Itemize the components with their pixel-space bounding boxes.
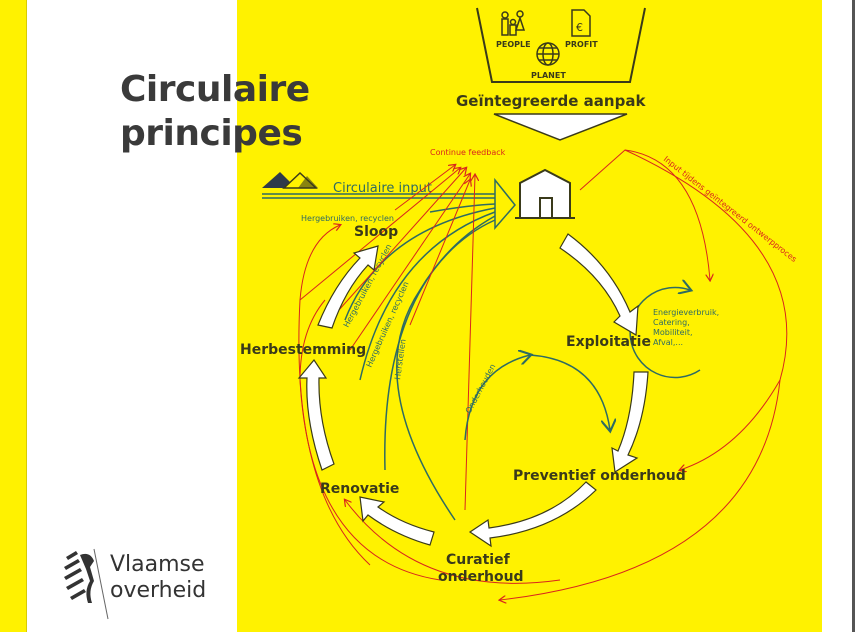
- stage-exploitatie: Exploitatie: [566, 334, 651, 350]
- stage-preventief-onderhoud: Preventief onderhoud: [513, 468, 686, 484]
- energy-list: Energieverbruik, Catering, Mobiliteit, A…: [653, 308, 719, 347]
- approach-label: Geïntegreerde aanpak: [456, 92, 646, 110]
- continue-feedback-label: Continue feedback: [430, 148, 506, 157]
- stage-renovatie: Renovatie: [320, 481, 399, 497]
- lifecycle-arrows: [297, 233, 649, 548]
- input-arrow-icon: [494, 177, 516, 231]
- euro-icon: €: [576, 21, 583, 34]
- stage-curatief-1: Curatief: [446, 552, 511, 568]
- title-line-2: principes: [120, 113, 303, 154]
- logo-text: Vlaamse overheid: [110, 552, 206, 604]
- left-yellow-band: [0, 0, 27, 632]
- operation-loop: [629, 287, 701, 379]
- logo-line-2: overheid: [110, 578, 207, 603]
- stage-curatief-2: onderhoud: [438, 569, 524, 585]
- people-icon: [501, 10, 526, 36]
- funnel-icon: [476, 7, 646, 83]
- building-icon: [519, 168, 571, 218]
- feedback-arrows: [299, 165, 475, 511]
- people-label: PEOPLE: [496, 40, 531, 49]
- profit-document-icon: [571, 9, 591, 37]
- reuse-label-1: Hergebruiken, recyclen: [301, 214, 394, 223]
- raw-materials-mountains-icon: [262, 171, 318, 189]
- stage-herbestemming: Herbestemming: [240, 342, 366, 358]
- energy-item: Mobiliteit,: [653, 328, 693, 337]
- title-line-1: Circulaire: [120, 69, 310, 110]
- herstellen-label: Herstellen: [393, 339, 408, 381]
- stage-sloop: Sloop: [354, 224, 398, 240]
- down-arrow-icon: [493, 113, 628, 141]
- design-input-arc: [298, 149, 788, 600]
- design-input-label: Input tijdens geïntegreerd ontwerpproces: [662, 154, 799, 263]
- planet-label: PLANET: [531, 71, 566, 80]
- profit-label: PROFIT: [565, 40, 598, 49]
- reuse-flows: [344, 203, 496, 521]
- energy-item: Energieverbruik,: [653, 308, 719, 317]
- energy-item: Afval,...: [653, 338, 683, 347]
- energy-item: Catering,: [653, 318, 690, 327]
- logo-line-1: Vlaamse: [110, 552, 205, 577]
- flemish-lion-logo-icon: [64, 548, 109, 620]
- planet-globe-icon: [536, 42, 560, 66]
- circulaire-input-label: Circulaire input: [333, 181, 432, 196]
- window-edge: [852, 0, 855, 632]
- page-title: Circulaire principes: [120, 68, 310, 156]
